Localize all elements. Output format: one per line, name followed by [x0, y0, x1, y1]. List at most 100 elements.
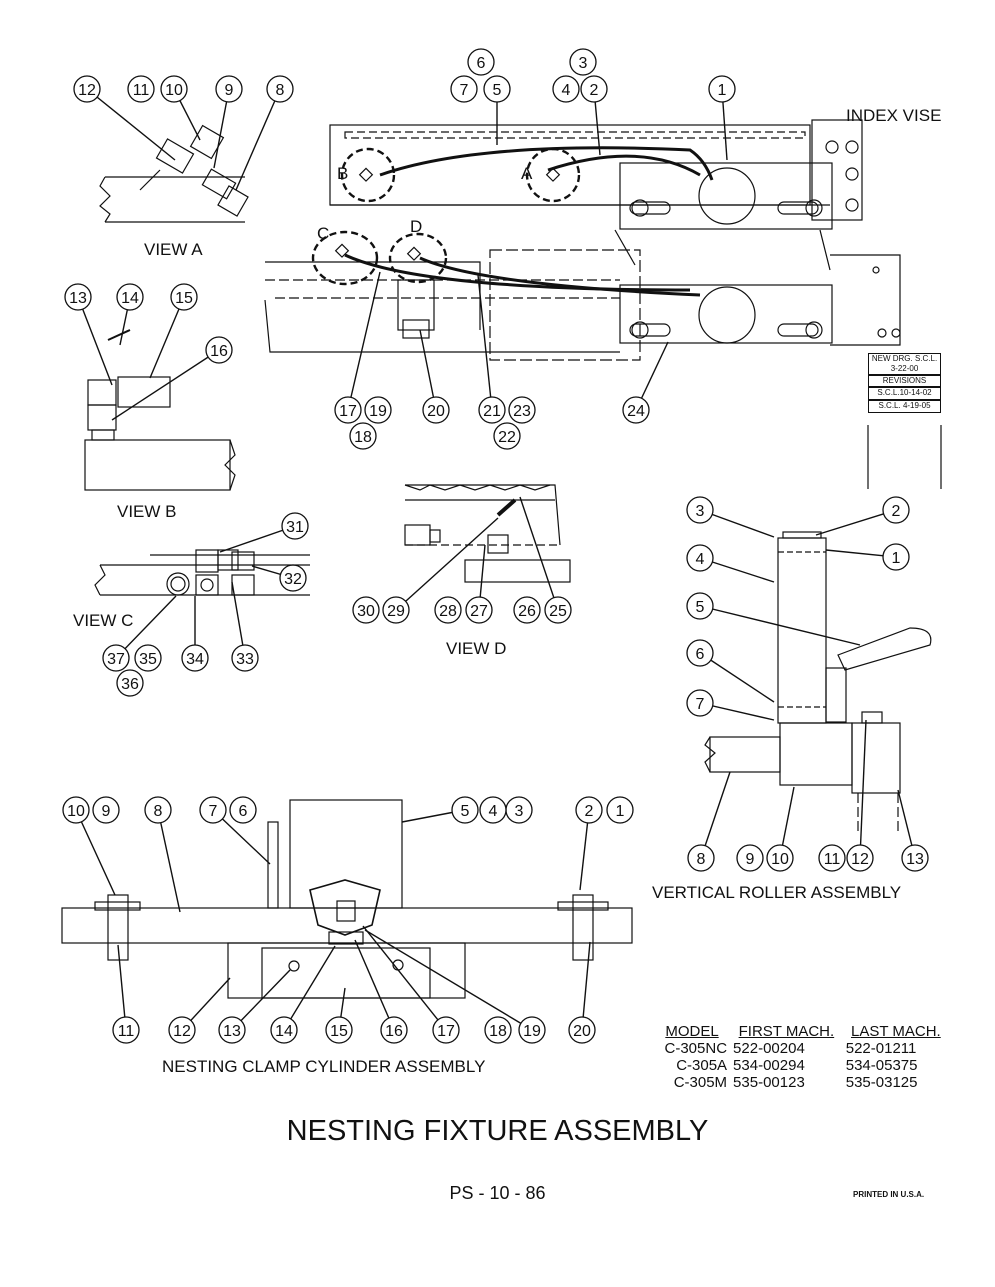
callout-view-a: 9 [213, 75, 243, 169]
leader-line [581, 941, 591, 1031]
callout-balloon [483, 75, 511, 103]
printed-label: PRINTED IN U.S.A. [853, 1190, 925, 1199]
leader-line [86, 88, 176, 161]
callout-view-d: 28 [434, 596, 462, 624]
callout-number: 11 [133, 82, 150, 99]
callout-balloon [484, 1016, 512, 1044]
callout-nesting-clamp: 15 [325, 987, 353, 1044]
revision-box: NEW DRG. S.C.L. 3-22-00 REVISIONS S.C.L.… [868, 353, 941, 489]
callout-number: 22 [498, 429, 516, 446]
callout-number: 33 [236, 651, 254, 668]
callout-balloon [882, 496, 910, 524]
callout-number: 36 [121, 676, 139, 693]
leader-line [395, 517, 499, 611]
callout-number: 3 [579, 55, 588, 72]
callout-number: 13 [223, 1023, 241, 1040]
callout-balloon [134, 644, 162, 672]
leader-line [364, 929, 533, 1031]
callout-number: 19 [369, 403, 387, 420]
callout-balloon [422, 396, 450, 424]
callout-nesting-clamp: 5 [401, 796, 479, 824]
revision-entry-2: S.C.L. 4-19-05 [868, 400, 941, 413]
callout-vertical-roller: 10 [766, 786, 795, 872]
detail-c-letter: C [317, 224, 330, 243]
callout-balloon [450, 75, 478, 103]
callout-number: 8 [697, 851, 706, 868]
callout-balloon [882, 543, 910, 571]
callout-main: 19 [364, 396, 392, 424]
callout-number: 21 [483, 403, 501, 420]
leader-line [354, 939, 395, 1031]
callout-number: 5 [696, 599, 705, 616]
callout-number: 24 [627, 403, 645, 420]
callout-balloon [92, 796, 120, 824]
callout-number: 6 [696, 646, 705, 663]
callout-main: 2 [580, 75, 608, 156]
callout-main: 17 [334, 271, 381, 424]
callout-balloon [493, 422, 521, 450]
callout-nesting-clamp: 14 [270, 945, 336, 1044]
callout-vertical-roller: 3 [686, 496, 775, 538]
leader-line [859, 719, 867, 859]
callout-number: 15 [330, 1023, 348, 1040]
table-row: C-305NC 522-00204 522-01211 [654, 1040, 949, 1057]
callout-nesting-clamp: 6 [229, 796, 257, 824]
callout-number: 32 [284, 571, 302, 588]
callout-number: 1 [718, 82, 727, 99]
callout-number: 31 [286, 519, 304, 536]
callout-view-a: 10 [160, 75, 201, 141]
callout-balloon [479, 796, 507, 824]
callout-number: 18 [489, 1023, 507, 1040]
callout-number: 1 [616, 803, 625, 820]
callout-view-c: 33 [231, 581, 259, 672]
callout-number: 7 [209, 803, 218, 820]
callout-balloon [687, 844, 715, 872]
callout-balloon [686, 689, 714, 717]
model-cell: C-305A [676, 1057, 728, 1074]
leader-line [347, 271, 381, 411]
callout-number: 8 [154, 803, 163, 820]
callout-balloon [102, 644, 130, 672]
callout-view-c: 34 [181, 596, 209, 672]
callout-balloon [580, 75, 608, 103]
table-row: C-305M 535-00123 535-03125 [654, 1074, 949, 1091]
callout-view-a: 11 [127, 75, 155, 103]
view-d-drawing [404, 484, 571, 583]
callout-number: 6 [477, 55, 486, 72]
callout-balloon [451, 796, 479, 824]
callout-view-d: 30 [352, 596, 380, 624]
leader-line [117, 944, 127, 1031]
first-mach-cell: 535-00123 [733, 1074, 805, 1091]
callout-balloon [434, 596, 462, 624]
leader-line [111, 349, 220, 421]
callout-view-c: 37 [102, 595, 177, 672]
revision-entry-1: S.C.L.10-14-02 [868, 387, 941, 400]
model-cell: C-305NC [664, 1040, 728, 1057]
callout-number: 11 [118, 1023, 135, 1040]
callout-number: 9 [102, 803, 111, 820]
callout-number: 19 [523, 1023, 541, 1040]
nesting-clamp-label: NESTING CLAMP CYLINDER ASSEMBLY [162, 1057, 486, 1076]
callout-vertical-roller: 11 [818, 844, 846, 872]
vertical-roller-label: VERTICAL ROLLER ASSEMBLY [652, 883, 902, 902]
callout-balloon [622, 396, 650, 424]
callout-number: 2 [892, 503, 901, 520]
first-mach-cell: 534-00294 [733, 1057, 805, 1074]
callout-vertical-roller: 6 [686, 639, 775, 703]
callout-nesting-clamp: 11 [112, 944, 140, 1044]
callout-balloon [334, 396, 362, 424]
last-mach-cell: 522-01211 [845, 1040, 917, 1057]
callout-balloon [382, 596, 410, 624]
callout-balloon [606, 796, 634, 824]
callout-nesting-clamp: 1 [606, 796, 634, 824]
callout-number: 27 [470, 603, 488, 620]
callout-balloon [116, 283, 144, 311]
callout-number: 14 [275, 1023, 293, 1040]
callout-vertical-roller: 9 [736, 844, 764, 872]
callout-number: 23 [513, 403, 531, 420]
callout-balloon [364, 396, 392, 424]
callout-number: 17 [437, 1023, 455, 1040]
callout-nesting-clamp: 20 [568, 941, 596, 1044]
callout-view-a: 12 [73, 75, 176, 161]
